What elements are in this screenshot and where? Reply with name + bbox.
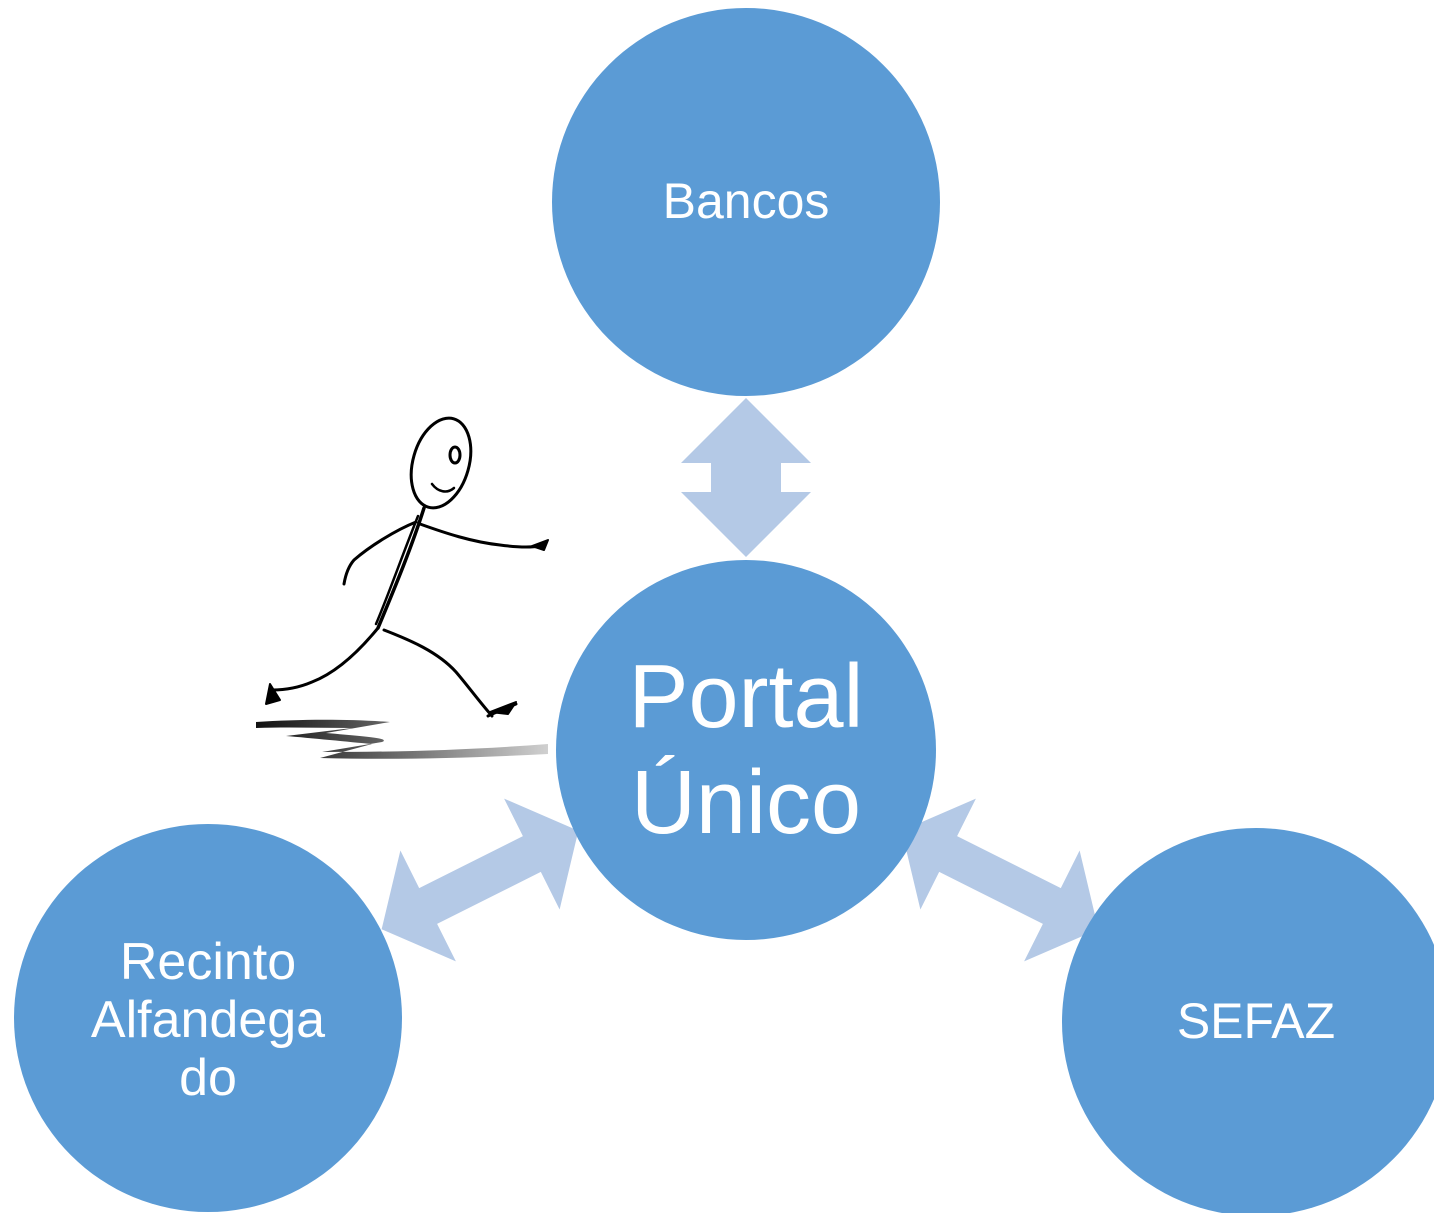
running-stick-figure-icon <box>256 416 549 759</box>
figure-torso <box>376 506 426 630</box>
figure-front-arm <box>418 522 542 549</box>
figure-front-shoe <box>489 701 517 715</box>
figure-head <box>409 416 473 510</box>
figure-back-arm <box>342 520 418 586</box>
node-recinto-circle <box>14 824 402 1212</box>
node-sefaz-circle <box>1062 828 1434 1213</box>
figure-torso-inner <box>374 514 420 626</box>
figure-eye <box>448 445 462 465</box>
speed-streak <box>256 719 548 759</box>
node-portal-circle <box>556 560 936 940</box>
arrow-portal-sefaz <box>901 798 1099 962</box>
figure-front-hand <box>531 539 549 551</box>
node-bancos-circle <box>552 8 940 396</box>
figure-back-leg <box>270 626 380 692</box>
figure-front-leg <box>382 628 494 718</box>
arrow-bancos-portal <box>681 398 811 557</box>
arrow-portal-recinto <box>381 798 579 962</box>
figure-back-foot <box>265 683 281 705</box>
figure-smile <box>430 482 456 493</box>
